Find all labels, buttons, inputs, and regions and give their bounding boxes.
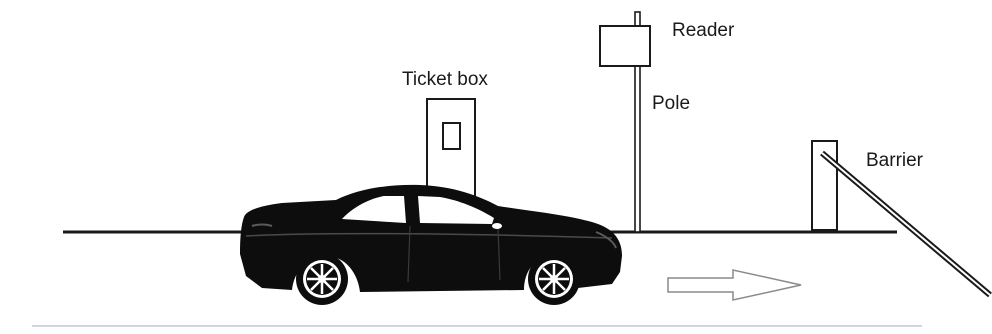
car-icon — [240, 185, 622, 305]
reader-pole — [600, 12, 650, 232]
ticket-slot — [443, 123, 460, 149]
reader-label: Reader — [672, 20, 734, 42]
car-front-wheel — [528, 253, 580, 305]
ticket-box-label: Ticket box — [402, 69, 488, 91]
direction-arrow-icon — [668, 270, 801, 300]
barrier-label: Barrier — [866, 150, 923, 172]
car-rear-wheel — [296, 253, 348, 305]
pole-label: Pole — [652, 93, 690, 115]
reader-box — [600, 26, 650, 66]
